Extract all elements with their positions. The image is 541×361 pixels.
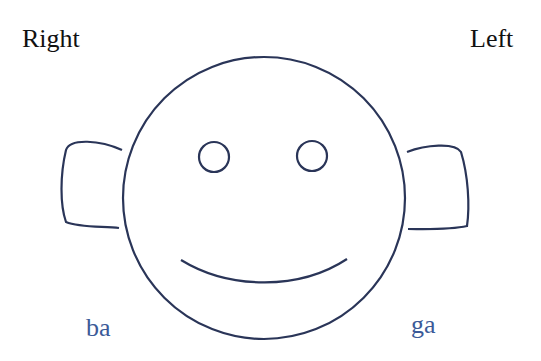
side-label: Left (470, 26, 513, 52)
syllable-label: ba (86, 315, 111, 341)
syllable-label: ga (411, 312, 436, 338)
smile (181, 259, 347, 282)
left-ear (407, 146, 468, 230)
right-ear (62, 142, 123, 228)
eye (199, 142, 229, 172)
eye (297, 141, 327, 171)
side-label: Right (22, 26, 80, 52)
head-outline (123, 57, 405, 339)
